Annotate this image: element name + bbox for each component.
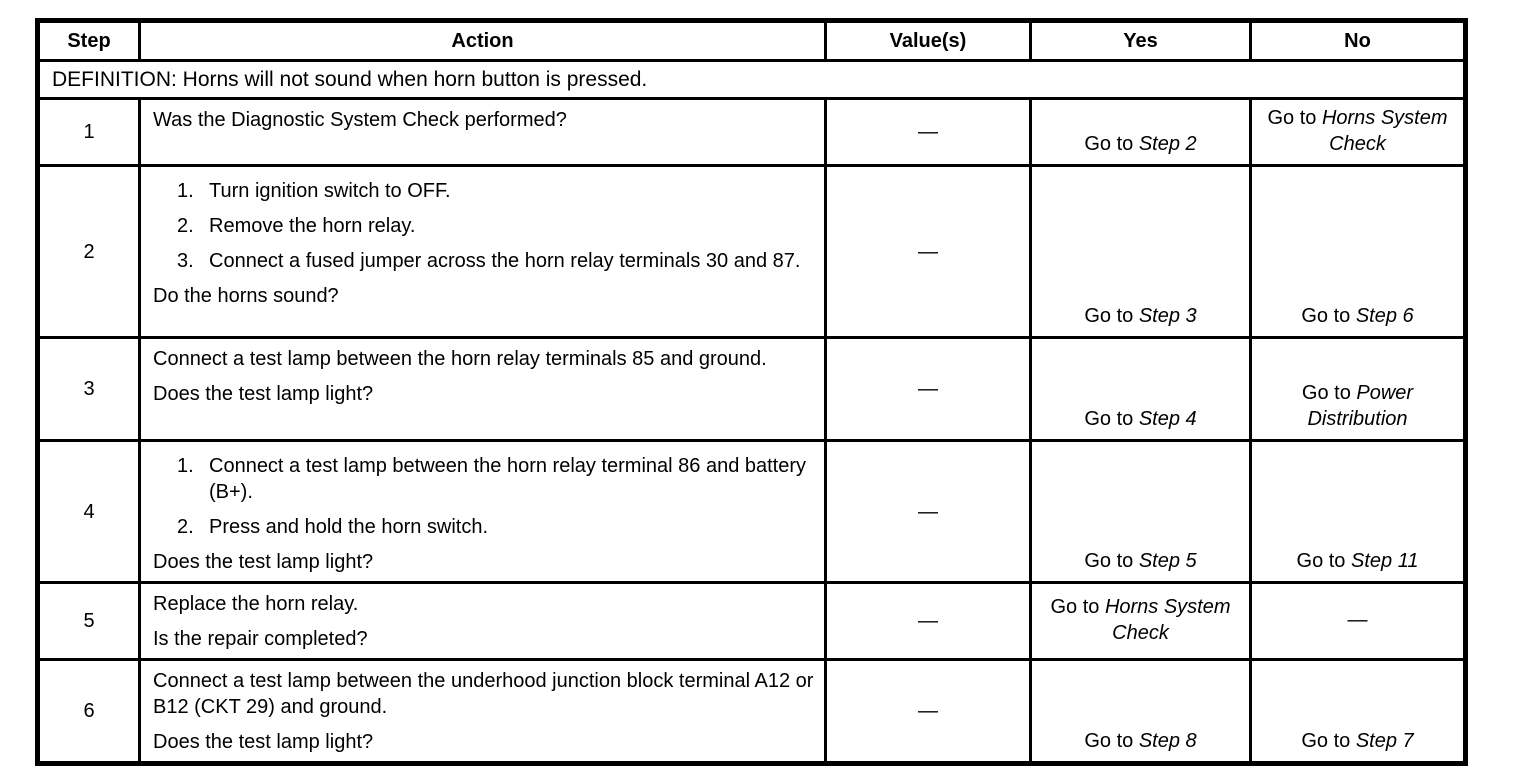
no-cell-target: Step 7 — [1355, 730, 1414, 752]
table-row: 2 1. Turn ignition switch to OFF. 2. Remove … — [36, 164, 1467, 339]
yes-cell-target: Step 2 — [1138, 133, 1197, 155]
definition-row: DEFINITION: Horns will not sound when ho… — [36, 59, 1467, 100]
action-list-item: 1. Turn ignition switch to OFF. — [177, 178, 814, 204]
step-cell: 4 — [36, 439, 141, 584]
action-list-number: 2. — [177, 516, 194, 538]
value-cell: — — [824, 97, 1032, 167]
action-list-number: 1. — [177, 180, 194, 202]
yes-cell-target: Step 4 — [1138, 408, 1197, 430]
step-cell: 5 — [36, 581, 141, 661]
action-list-number: 3. — [177, 250, 194, 272]
column-header-yes: Yes — [1029, 19, 1252, 62]
no-cell-target: Step 11 — [1351, 550, 1419, 572]
value-cell: — — [824, 164, 1032, 339]
action-question: Is the repair completed? — [153, 628, 368, 650]
yes-cell: Go to Horns System Check — [1029, 581, 1252, 661]
action-cell: 1. Turn ignition switch to OFF. 2. Remove t… — [138, 164, 827, 339]
column-header-values: Value(s) — [824, 19, 1032, 62]
no-cell-target: Power Distribution — [1307, 382, 1414, 430]
column-header-no: No — [1249, 19, 1467, 62]
step-cell: 6 — [36, 658, 141, 765]
no-cell: Go to Power Distribution — [1249, 336, 1467, 442]
value-cell: — — [824, 581, 1032, 661]
action-list-number: 2. — [177, 215, 194, 237]
action-cell: Connect a test lamp between the horn rel… — [138, 336, 827, 442]
step-cell: 1 — [36, 97, 141, 167]
action-list-item: 3. Connect a fused jumper across the horn… — [177, 248, 814, 274]
action-text: Connect a test lamp between the horn rel… — [153, 348, 767, 370]
yes-cell: Go to Step 5 — [1029, 439, 1252, 584]
no-cell-target: Horns System Check — [1321, 106, 1448, 155]
value-cell: — — [824, 439, 1032, 584]
action-question: Does the test lamp light? — [153, 383, 374, 405]
value-cell: — — [824, 658, 1032, 765]
yes-cell-target: Step 5 — [1138, 550, 1197, 572]
column-header-step: Step — [36, 19, 141, 62]
step-cell: 2 — [36, 164, 141, 339]
yes-cell: Go to Step 2 — [1029, 97, 1252, 167]
step-cell: 3 — [36, 336, 141, 442]
no-cell: Go to Step 11 — [1249, 439, 1467, 584]
action-text: Replace the horn relay. — [153, 593, 359, 615]
action-text: Was the Diagnostic System Check performe… — [153, 109, 567, 131]
action-text: Connect a test lamp between the underhoo… — [153, 670, 814, 718]
yes-cell-target: Step 3 — [1138, 305, 1197, 327]
action-question: Does the test lamp light? — [153, 731, 374, 753]
yes-cell: Go to Step 8 — [1029, 658, 1252, 765]
no-cell: Go to Step 6 — [1249, 164, 1467, 339]
action-list-item: 2. Remove the horn relay. — [177, 213, 814, 239]
table-row: 4 1. Connect a test lamp between the horn … — [36, 439, 1467, 584]
header-row: Step Action Value(s) Yes No — [36, 19, 1467, 62]
yes-cell-target: Step 8 — [1138, 730, 1197, 752]
action-question: Do the horns sound? — [153, 285, 339, 307]
action-list-text: Connect a fused jumper across the horn r… — [209, 250, 801, 272]
action-question: Does the test lamp light? — [153, 551, 374, 573]
action-list-item: 1. Connect a test lamp between the horn r… — [177, 453, 814, 505]
no-cell: Go to Step 7 — [1249, 658, 1467, 765]
action-cell: Replace the horn relay. Is the repair com… — [138, 581, 827, 661]
table-body: DEFINITION: Horns will not sound when ho… — [36, 59, 1467, 765]
column-header-action: Action — [138, 19, 827, 62]
yes-cell-target: Horns System Check — [1104, 595, 1231, 644]
action-cell: Connect a test lamp between the underhoo… — [138, 658, 827, 765]
no-cell: — — [1249, 581, 1467, 661]
horns-diagnostic-table: Step Action Value(s) Yes No DEFINITION: … — [35, 18, 1468, 766]
action-list-text: Press and hold the horn switch. — [209, 516, 489, 538]
no-cell: Go to Horns System Check — [1249, 97, 1467, 167]
table-row: 5 Replace the horn relay. Is the repair co… — [36, 581, 1467, 661]
no-cell-target: Step 6 — [1355, 305, 1414, 327]
table-row: 1 Was the Diagnostic System Check perform… — [36, 97, 1467, 167]
definition-text: DEFINITION: Horns will not sound when ho… — [36, 59, 1467, 100]
action-list-item: 2. Press and hold the horn switch. — [177, 514, 814, 540]
yes-cell: Go to Step 3 — [1029, 164, 1252, 339]
action-cell: 1. Connect a test lamp between the horn r… — [138, 439, 827, 584]
value-cell: — — [824, 336, 1032, 442]
action-list-number: 1. — [177, 455, 194, 477]
yes-cell: Go to Step 4 — [1029, 336, 1252, 442]
action-list-text: Connect a test lamp between the horn rel… — [209, 455, 807, 503]
action-list-text: Turn ignition switch to OFF. — [209, 180, 451, 202]
action-cell: Was the Diagnostic System Check performe… — [138, 97, 827, 167]
action-list-text: Remove the horn relay. — [209, 215, 416, 237]
table-row: 3 Connect a test lamp between the horn re… — [36, 336, 1467, 442]
